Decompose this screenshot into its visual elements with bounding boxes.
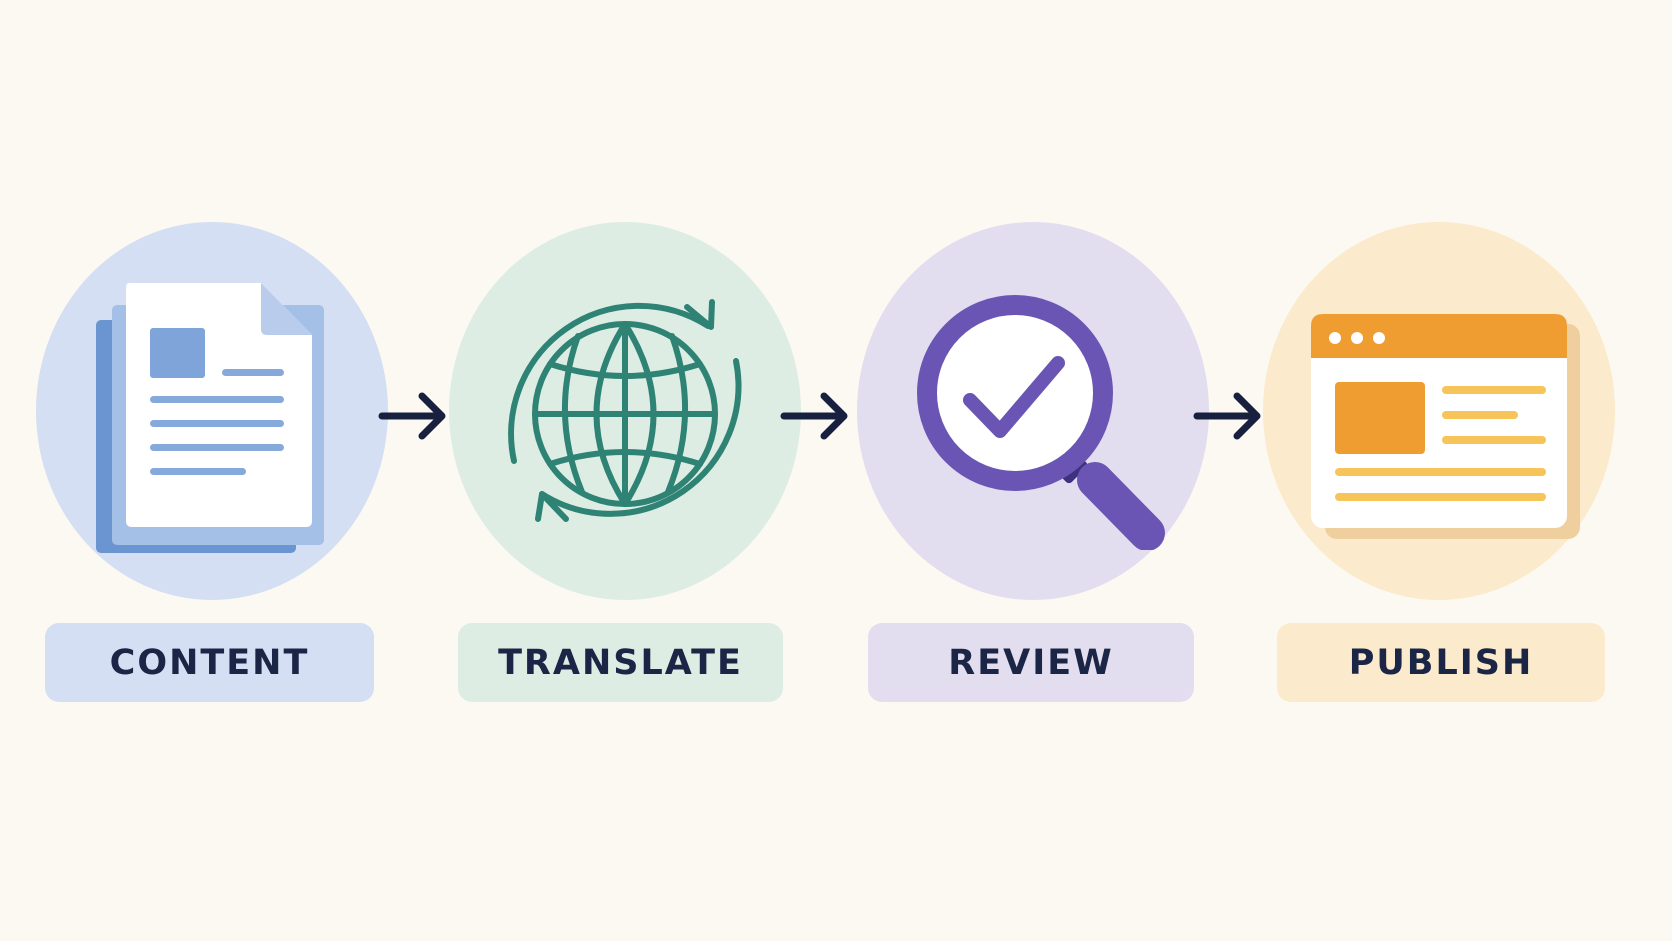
document-stack-icon <box>96 283 324 553</box>
browser-window-icon <box>1311 314 1580 539</box>
globe-sync-icon <box>508 299 742 522</box>
arrow-right-icon <box>780 392 848 440</box>
publish-label-text: PUBLISH <box>1348 642 1534 683</box>
magnifier-check-icon <box>917 295 1165 550</box>
review-label: REVIEW <box>868 623 1194 702</box>
content-label-text: CONTENT <box>109 642 310 683</box>
content-label: CONTENT <box>45 623 374 702</box>
arrow-right-icon <box>1193 392 1261 440</box>
translate-label-text: TRANSLATE <box>498 642 743 683</box>
translate-label: TRANSLATE <box>458 623 783 702</box>
review-label-text: REVIEW <box>948 642 1114 683</box>
publish-label: PUBLISH <box>1277 623 1605 702</box>
arrow-right-icon <box>378 392 446 440</box>
